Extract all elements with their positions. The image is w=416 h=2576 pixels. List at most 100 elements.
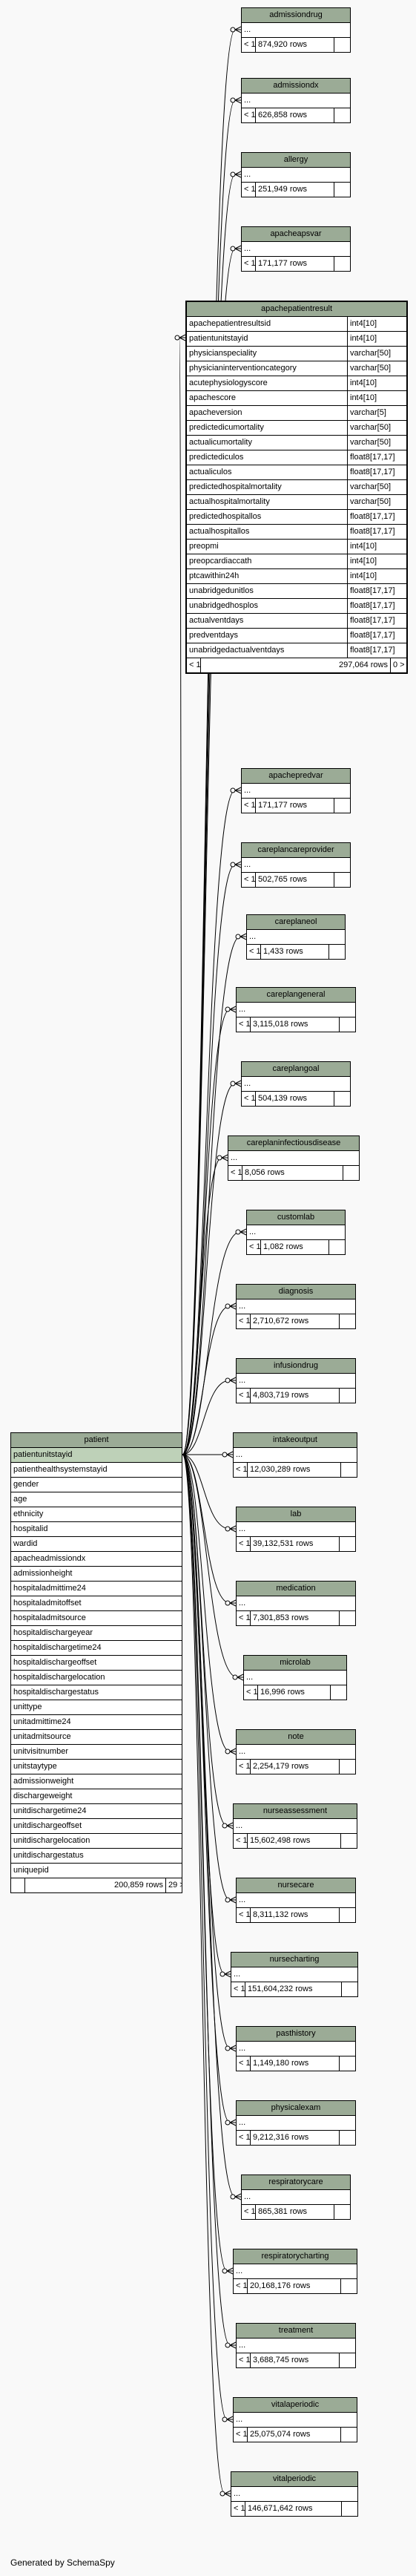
column-row[interactable]: hospitalid [11, 1522, 182, 1537]
table-header[interactable]: physicalexam [237, 2101, 355, 2116]
table-header[interactable]: diagnosis [237, 1285, 355, 1300]
column-row[interactable]: hospitaldischargeyear [11, 1626, 182, 1641]
table-header[interactable]: careplangeneral [237, 988, 355, 1003]
column-row[interactable]: unittype [11, 1700, 182, 1715]
column-row[interactable]: admissionweight [11, 1774, 182, 1789]
column-row[interactable]: wardid [11, 1537, 182, 1552]
column-row[interactable]: unitdischargelocation [11, 1834, 182, 1849]
column-row[interactable]: hospitaladmitsource [11, 1611, 182, 1626]
column-row[interactable]: hospitaldischargeoffset [11, 1656, 182, 1671]
table-header[interactable]: lab [237, 1507, 355, 1522]
column-row[interactable]: hospitaldischargestatus [11, 1685, 182, 1700]
column-row[interactable]: unitdischargestatus [11, 1849, 182, 1864]
table-header[interactable]: treatment [237, 2324, 355, 2339]
table-header[interactable]: customlab [247, 1210, 345, 1225]
table-header[interactable]: apacheapsvar [242, 227, 350, 242]
column-row[interactable]: hospitaladmitoffset [11, 1596, 182, 1611]
column-row[interactable]: admissionheight [11, 1567, 182, 1582]
table-header[interactable]: intakeoutput [234, 1433, 357, 1448]
column-row[interactable]: hospitaldischargetime24 [11, 1641, 182, 1656]
column-row[interactable]: hospitaladmittime24 [11, 1582, 182, 1596]
primary-key-row[interactable]: patientunitstayid [11, 1448, 182, 1463]
column-row[interactable]: unitdischargetime24 [11, 1804, 182, 1819]
table-header[interactable]: microlab [244, 1656, 346, 1671]
column-row[interactable]: age [11, 1492, 182, 1507]
column-row[interactable]: hospitaldischargelocation [11, 1671, 182, 1685]
table-header[interactable]: careplaneol [247, 915, 345, 930]
column-row[interactable]: gender [11, 1478, 182, 1492]
column-row[interactable]: unitadmitsource [11, 1730, 182, 1745]
table-header[interactable]: careplaninfectiousdisease [228, 1136, 359, 1151]
column-row[interactable]: dischargeweight [11, 1789, 182, 1804]
table-header[interactable]: careplancareprovider [242, 843, 350, 858]
table-header[interactable]: admissiondx [242, 79, 350, 94]
table-header[interactable]: apachepredvar [242, 769, 350, 784]
column-row[interactable]: unitdischargeoffset [11, 1819, 182, 1834]
column-row[interactable]: patienthealthsystemstayid [11, 1463, 182, 1478]
table-header[interactable]: nursecare [237, 1878, 355, 1893]
table-header[interactable]: allergy [242, 153, 350, 168]
table-header[interactable]: vitalaperiodic [234, 2398, 357, 2413]
table-header[interactable]: infusiondrug [237, 1359, 355, 1374]
column-row[interactable]: apacheadmissiondx [11, 1552, 182, 1567]
column-row[interactable]: unitvisitnumber [11, 1745, 182, 1760]
table-header[interactable]: nurseassessment [234, 1804, 357, 1819]
column-row[interactable]: uniquepid [11, 1864, 182, 1878]
table-header[interactable]: medication [237, 1582, 355, 1596]
column-row[interactable]: unitstaytype [11, 1760, 182, 1774]
table-header[interactable]: respiratorycare [242, 2175, 350, 2190]
table-header[interactable]: respiratorycharting [234, 2249, 357, 2264]
table-header[interactable]: note [237, 1730, 355, 1745]
table-header[interactable]: apachepatientresult [187, 302, 406, 317]
